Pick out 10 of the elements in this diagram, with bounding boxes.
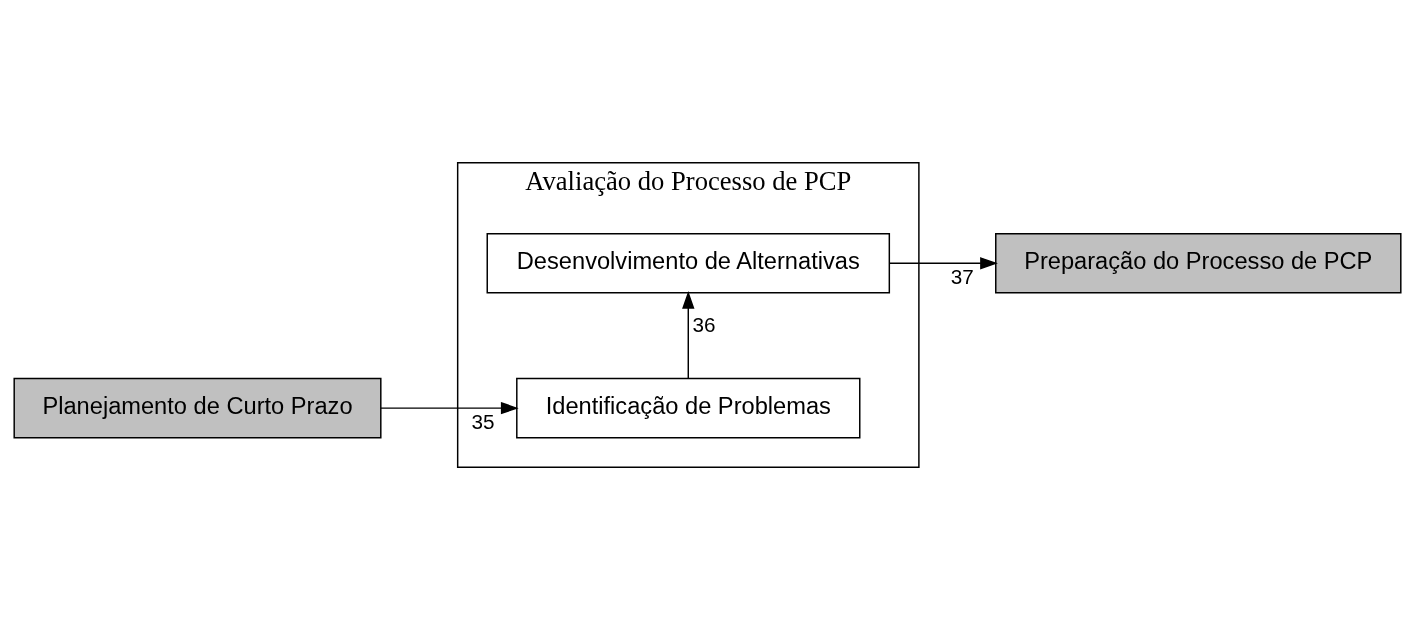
arrow — [889, 256, 998, 269]
node-box: Desenvolvimento de Alternativas — [486, 232, 891, 294]
node-box: Identificação de Problemas — [516, 377, 861, 438]
edge-label: 35 — [471, 409, 495, 433]
arrow — [380, 401, 519, 414]
edge-label: 36 — [692, 312, 716, 336]
edge-label: 37 — [950, 264, 974, 288]
node-box: Preparação do Processo de PCP — [995, 232, 1402, 294]
node-box: Planejamento de Curto Prazo — [13, 377, 382, 438]
arrow — [682, 290, 695, 379]
